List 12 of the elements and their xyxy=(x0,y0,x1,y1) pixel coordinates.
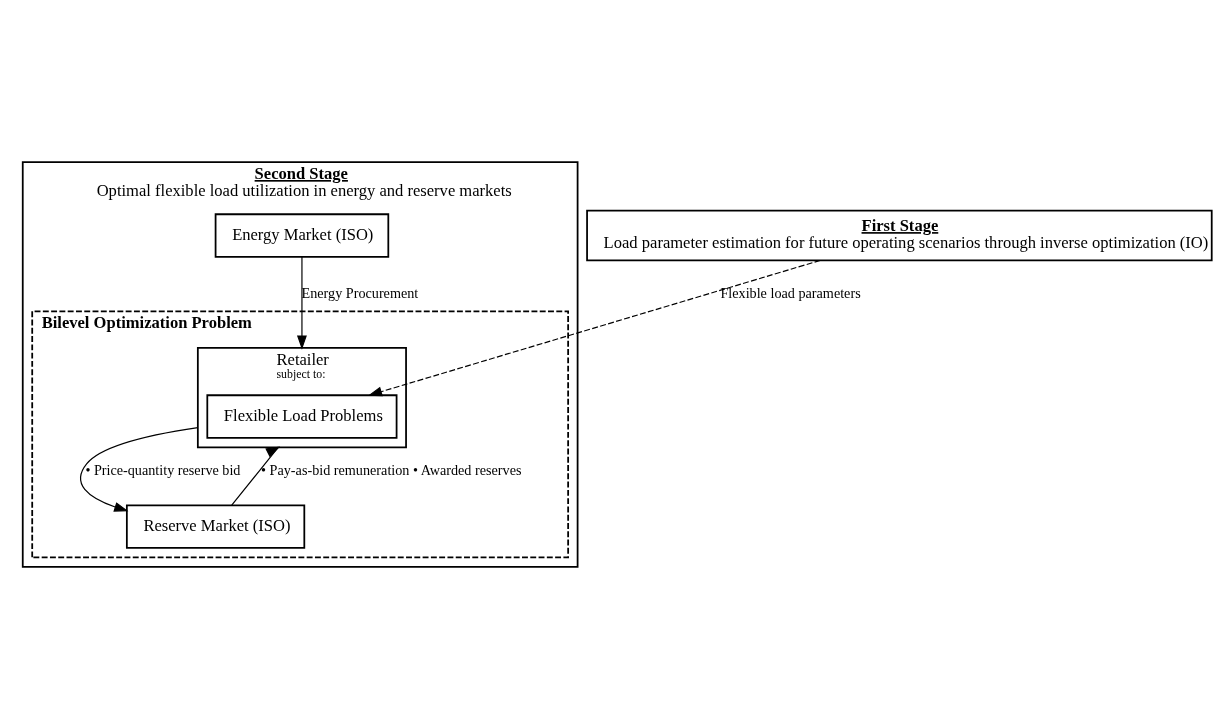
arrow xyxy=(231,446,281,506)
edge-label: • Pay-as-bid remuneration • Awarded reserves xyxy=(261,461,522,478)
node-box: Energy Market (ISO) xyxy=(214,212,390,258)
arrow xyxy=(367,259,821,396)
edge-label: • Price-quantity reserve bid xyxy=(85,461,241,478)
arrow xyxy=(296,255,307,350)
edge-label: Flexible load parameters xyxy=(720,284,861,301)
node-box: Flexible Load Problems xyxy=(206,393,398,439)
node-box: Reserve Market (ISO) xyxy=(125,503,306,549)
arrow xyxy=(79,426,199,512)
node-box: First Stage Load parameter estimation for future operating scenarios through inverse optimization (IO) xyxy=(586,209,1213,261)
edge-label: Energy Procurement xyxy=(301,284,419,301)
